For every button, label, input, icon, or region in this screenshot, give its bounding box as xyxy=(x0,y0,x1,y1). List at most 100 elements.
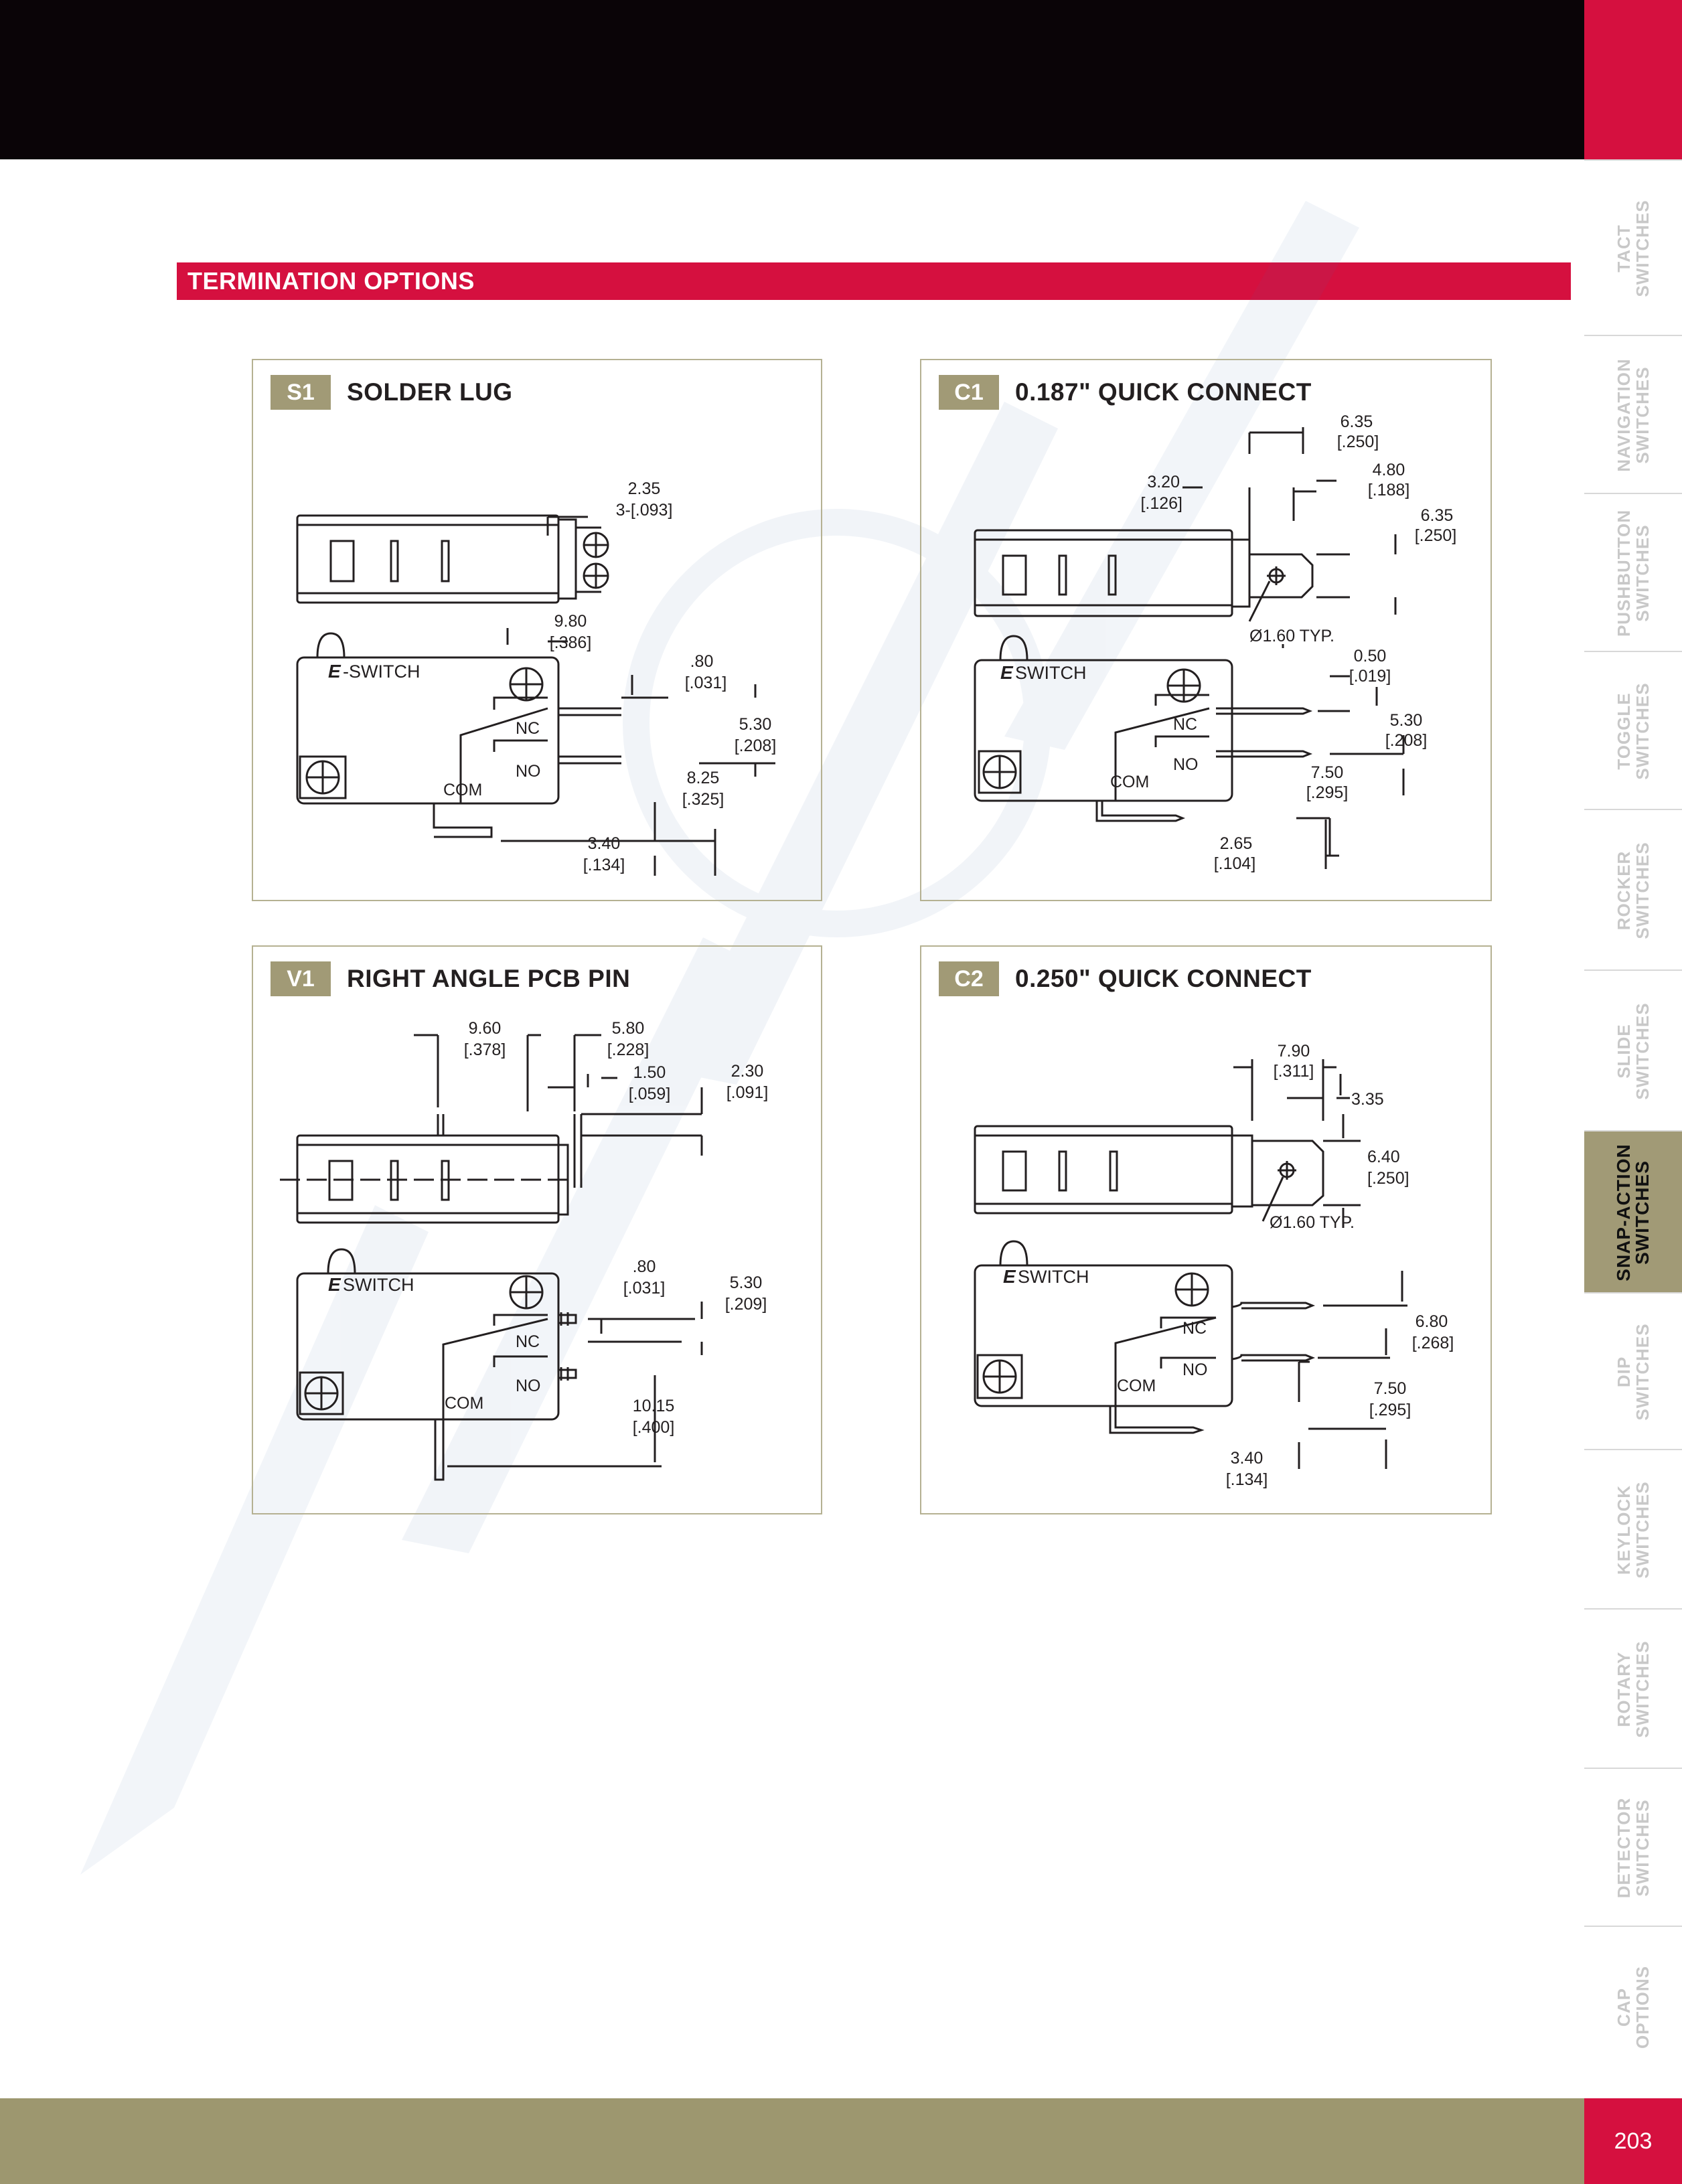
com-label: COM xyxy=(443,781,482,799)
side-tab-toggle[interactable]: TOGGLE SWITCHES xyxy=(1584,651,1682,810)
side-tab-pushbutton[interactable]: PUSHBUTTON SWITCHES xyxy=(1584,493,1682,652)
side-tab-label: DIP SWITCHES xyxy=(1614,1323,1653,1421)
dim-label: [.378] xyxy=(464,1040,506,1059)
side-tab-label: TACT SWITCHES xyxy=(1614,200,1653,297)
dim-label: 5.30 xyxy=(1390,711,1423,730)
dim-label: [.208] xyxy=(735,736,777,755)
side-tab-label: CAP OPTIONS xyxy=(1614,1965,1653,2049)
section-title: TERMINATION OPTIONS xyxy=(187,267,475,295)
page-number: 203 xyxy=(1584,2098,1682,2184)
panel-v1-right-angle-pcb-pin: V1 RIGHT ANGLE PCB PIN xyxy=(252,945,822,1514)
no-label: NO xyxy=(1173,755,1199,774)
dim-label: 6.80 xyxy=(1416,1312,1448,1331)
dim-label: 9.60 xyxy=(469,1019,502,1038)
dim-label: 6.35 xyxy=(1421,506,1454,525)
dim-label: [.104] xyxy=(1214,854,1256,873)
dim-label: 8.25 xyxy=(687,769,720,787)
dim-label: 3.40 xyxy=(588,834,621,853)
dim-label: [.228] xyxy=(607,1040,649,1059)
option-title: 0.250" QUICK CONNECT xyxy=(1015,965,1312,992)
dim-label: [.134] xyxy=(583,856,625,874)
side-tab-label: PUSHBUTTON SWITCHES xyxy=(1614,509,1653,637)
dim-label: [.250] xyxy=(1415,526,1457,545)
dim-label: 5.80 xyxy=(612,1019,645,1038)
side-tab-detector[interactable]: DETECTOR SWITCHES xyxy=(1584,1768,1682,1927)
brand-logo-e: E xyxy=(1000,662,1014,683)
nc-label: NC xyxy=(1173,715,1197,734)
dim-label: [.250] xyxy=(1337,433,1379,451)
quick-connect-187-drawing: 6.35 [.250] 3.20 [.126] 4.80 [.188] 6.35… xyxy=(974,412,1457,873)
dim-label: [.325] xyxy=(682,790,724,809)
pcb-pin-drawing: 9.60 [.378] 5.80 [.228] 1.50 [.059] 2.30… xyxy=(280,1019,768,1481)
brand-logo-text: SWITCH xyxy=(343,1275,414,1295)
dim-label: 7.50 xyxy=(1374,1379,1407,1398)
dim-label: [.059] xyxy=(629,1085,671,1103)
dim-label: .80 xyxy=(690,652,714,671)
dim-label: 1.50 xyxy=(633,1063,666,1082)
dim-label: 5.30 xyxy=(739,715,772,734)
dim-label: 5.30 xyxy=(730,1273,763,1292)
quick-connect-250-drawing: 7.90 [.311] 3.35 6.40 [.250] Ø1.60 TYP. … xyxy=(974,1042,1454,1489)
side-tab-snap-action[interactable]: SNAP-ACTION SWITCHES xyxy=(1584,1130,1682,1294)
side-tab-label: ROCKER SWITCHES xyxy=(1614,842,1653,939)
dim-label: [.311] xyxy=(1274,1062,1314,1081)
side-tab-label: ROTARY SWITCHES xyxy=(1614,1640,1653,1738)
brand-logo-e: E xyxy=(328,661,341,682)
dim-label: [.250] xyxy=(1367,1169,1409,1188)
dim-label: 6.35 xyxy=(1341,412,1373,431)
dim-label: [.031] xyxy=(685,674,727,692)
no-label: NO xyxy=(516,1377,541,1395)
brand-logo-text: SWITCH xyxy=(1018,1267,1089,1287)
footer-bar xyxy=(0,2098,1584,2184)
dim-label: [.019] xyxy=(1349,667,1391,686)
nc-label: NC xyxy=(1182,1319,1207,1338)
com-label: COM xyxy=(1117,1377,1156,1395)
dim-label: [.134] xyxy=(1226,1470,1268,1489)
brand-logo-e: E xyxy=(1003,1266,1016,1287)
dim-label: 3.20 xyxy=(1147,473,1180,491)
dim-label: Ø1.60 TYP. xyxy=(1249,627,1334,645)
section-header-bar: TERMINATION OPTIONS xyxy=(177,262,1571,300)
side-tab-dip[interactable]: DIP SWITCHES xyxy=(1584,1292,1682,1450)
nc-label: NC xyxy=(516,1332,540,1351)
dim-label: .80 xyxy=(633,1257,656,1276)
top-accent-block xyxy=(1584,0,1682,159)
option-code-badge: V1 xyxy=(271,961,331,996)
nc-label: NC xyxy=(516,719,540,738)
dim-label: 7.90 xyxy=(1278,1042,1310,1061)
option-title: 0.187" QUICK CONNECT xyxy=(1015,378,1312,406)
dim-label: [.400] xyxy=(633,1418,675,1437)
side-tab-label: SLIDE SWITCHES xyxy=(1614,1002,1653,1100)
com-label: COM xyxy=(445,1394,483,1413)
panel-c1-187-quick-connect: C1 0.187" QUICK CONNECT xyxy=(920,359,1492,901)
dim-label: 0.50 xyxy=(1354,647,1387,666)
dim-label: Ø1.60 TYP. xyxy=(1270,1213,1355,1232)
dim-label: 3-[.093] xyxy=(616,501,673,520)
dim-label: [.208] xyxy=(1385,731,1428,750)
dim-label: [.031] xyxy=(623,1279,666,1298)
dim-label: [.295] xyxy=(1306,783,1349,802)
side-tab-navigation[interactable]: NAVIGATION SWITCHES xyxy=(1584,335,1682,494)
dim-label: [.268] xyxy=(1412,1334,1454,1352)
dim-label: 3.35 xyxy=(1351,1090,1384,1109)
side-tab-keylock[interactable]: KEYLOCK SWITCHES xyxy=(1584,1449,1682,1610)
option-title: SOLDER LUG xyxy=(347,378,513,406)
brand-logo-e: E xyxy=(328,1274,341,1295)
top-banner xyxy=(0,0,1584,159)
side-tab-label: KEYLOCK SWITCHES xyxy=(1614,1481,1653,1579)
dim-label: 2.35 xyxy=(628,479,661,498)
brand-logo-text: SWITCH xyxy=(1015,663,1086,683)
option-code-badge: C2 xyxy=(939,961,999,996)
dim-label: [.126] xyxy=(1140,494,1182,513)
side-tab-rocker[interactable]: ROCKER SWITCHES xyxy=(1584,809,1682,971)
side-tab-label: TOGGLE SWITCHES xyxy=(1614,682,1653,780)
side-tab-tact[interactable]: TACT SWITCHES xyxy=(1584,159,1682,336)
side-tab-slide[interactable]: SLIDE SWITCHES xyxy=(1584,969,1682,1132)
side-tab-rotary[interactable]: ROTARY SWITCHES xyxy=(1584,1608,1682,1769)
dim-label: [.209] xyxy=(725,1295,767,1314)
solder-lug-drawing: 2.35 3-[.093] 9.80 [.386] .80 [.031] 5.3… xyxy=(296,479,777,876)
no-label: NO xyxy=(516,762,541,781)
side-tab-cap-options[interactable]: CAP OPTIONS xyxy=(1584,1926,1682,2088)
option-code-badge: S1 xyxy=(271,375,331,410)
panel-s1-solder-lug: S1 SOLDER LUG xyxy=(252,359,822,901)
